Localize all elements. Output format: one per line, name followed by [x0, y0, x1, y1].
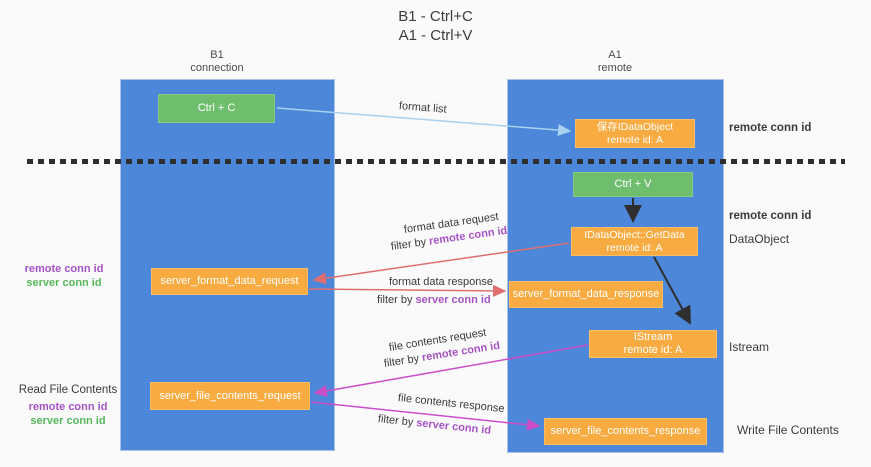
save-idataobject-box: 保存IDataObject remote id: A	[575, 119, 695, 148]
lane-header-b1: B1 connection	[157, 49, 277, 75]
filter-prefix: filter by	[390, 236, 427, 253]
lane-b1-subtitle: connection	[190, 62, 244, 74]
server-format-data-request-label: server_format_data_request	[160, 275, 299, 287]
dataobject-annotation: DataObject	[729, 232, 790, 246]
save-idataobject-line1: 保存IDataObject	[596, 120, 674, 133]
lane-a1-title: A1	[608, 49, 622, 61]
ctrl-c-label: Ctrl + C	[197, 102, 236, 114]
idataobject-getdata-box: IDataObject::GetData remote id: A	[571, 227, 698, 256]
server-format-data-request-box: server_format_data_request	[151, 268, 308, 295]
title-line-2: A1 - Ctrl+V	[398, 27, 473, 44]
filter-prefix: filter by	[383, 352, 420, 370]
lane-header-a1: A1 remote	[555, 49, 675, 75]
getdata-line2: remote id: A	[606, 241, 663, 254]
server-file-contents-response-label: server_file_contents_response	[550, 425, 701, 437]
format-data-response-arrow	[308, 284, 507, 297]
left-server-conn-id-2: server conn id	[30, 415, 106, 427]
server-conn-id-key: server conn id	[415, 294, 491, 306]
filter-prefix: filter by	[377, 294, 413, 306]
left-remote-conn-id-1: remote conn id	[24, 263, 104, 275]
left-conn-id-annotations-top: remote conn id server conn id	[18, 262, 110, 290]
server-format-data-response-box: server_format_data_response	[509, 281, 663, 308]
istream-annotation: Istream	[729, 340, 770, 354]
left-remote-conn-id-2: remote conn id	[28, 401, 108, 413]
format-data-response-label: format data response	[389, 276, 493, 288]
filter-prefix: filter by	[377, 413, 414, 429]
format-list-label: format list	[398, 100, 448, 116]
getdata-line1: IDataObject::GetData	[584, 228, 685, 241]
diagram-title: B1 - Ctrl+C A1 - Ctrl+V	[0, 7, 871, 45]
write-file-contents-annotation: Write File Contents	[737, 423, 839, 437]
server-file-contents-request-label: server_file_contents_request	[159, 389, 301, 402]
dashed-separator-line	[27, 159, 845, 164]
ctrl-v-box: Ctrl + V	[573, 172, 693, 197]
istream-line1: IStream	[633, 331, 673, 343]
file-contents-response-label: file contents response	[397, 392, 506, 416]
title-line-1: B1 - Ctrl+C	[398, 8, 473, 25]
save-idataobject-line2: remote id: A	[606, 133, 664, 146]
server-file-contents-request-box: server_file_contents_request	[150, 382, 310, 410]
ctrl-v-label: Ctrl + V	[614, 178, 652, 190]
server-format-data-response-label: server_format_data_response	[512, 288, 660, 300]
left-server-conn-id-1: server conn id	[26, 277, 102, 289]
server-file-contents-response-box: server_file_contents_response	[544, 418, 707, 445]
remote-conn-id-annotation-mid: remote conn id	[729, 210, 812, 222]
lane-b1-title: B1	[210, 49, 224, 61]
ctrl-c-box: Ctrl + C	[158, 94, 275, 123]
istream-line2: remote id: A	[623, 344, 683, 356]
remote-conn-id-annotation-top: remote conn id	[729, 122, 812, 134]
read-file-contents-annotation: Read File Contents	[18, 384, 118, 396]
lane-a1-subtitle: remote	[597, 62, 633, 74]
server-conn-id-key: server conn id	[415, 417, 492, 437]
left-read-file-contents-block: Read File Contents remote conn id server…	[18, 383, 118, 428]
istream-box: IStream remote id: A	[589, 330, 717, 358]
